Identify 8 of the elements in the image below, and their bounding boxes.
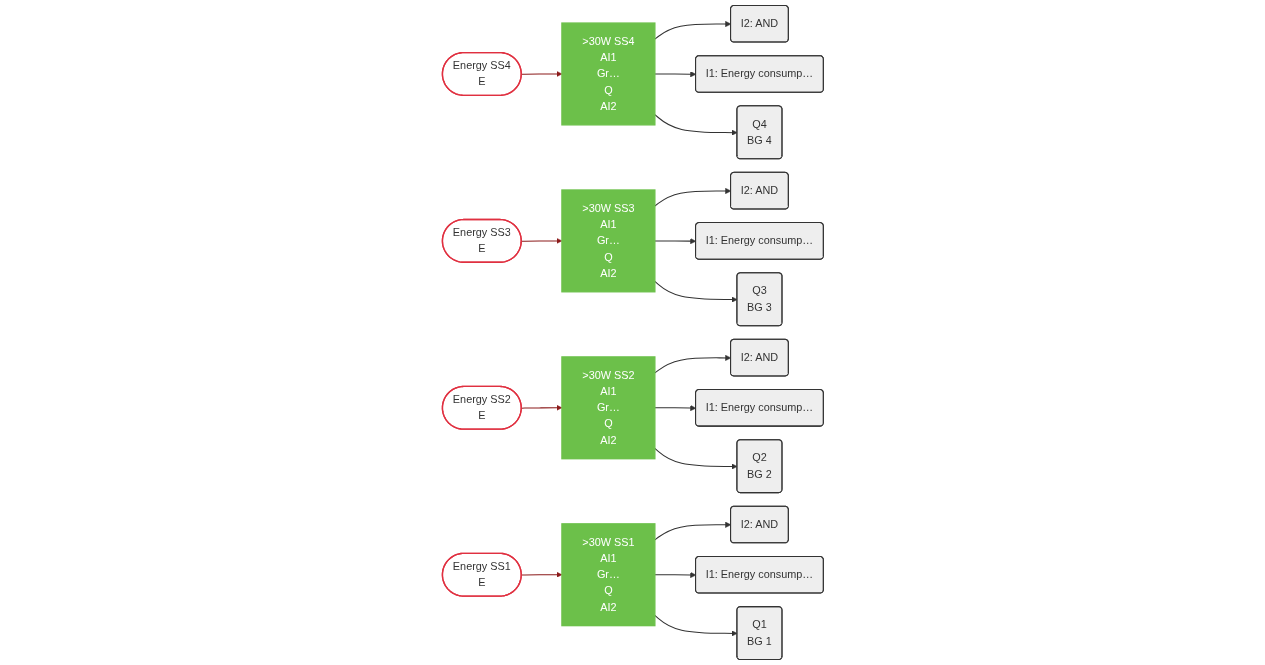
node-box: >30W SS1 AI1 Gr… Q AI2 xyxy=(560,523,656,627)
arrow xyxy=(520,71,562,77)
arrow xyxy=(520,571,562,578)
node-box: >30W SS4 AI1 Gr… Q AI2 xyxy=(560,22,656,126)
arrow xyxy=(520,237,562,244)
node-box: >30W SS2 AI1 Gr… Q AI2 xyxy=(560,356,656,460)
arrow xyxy=(520,404,562,411)
node-box: >30W SS3 AI1 Gr… Q AI2 xyxy=(560,189,656,293)
